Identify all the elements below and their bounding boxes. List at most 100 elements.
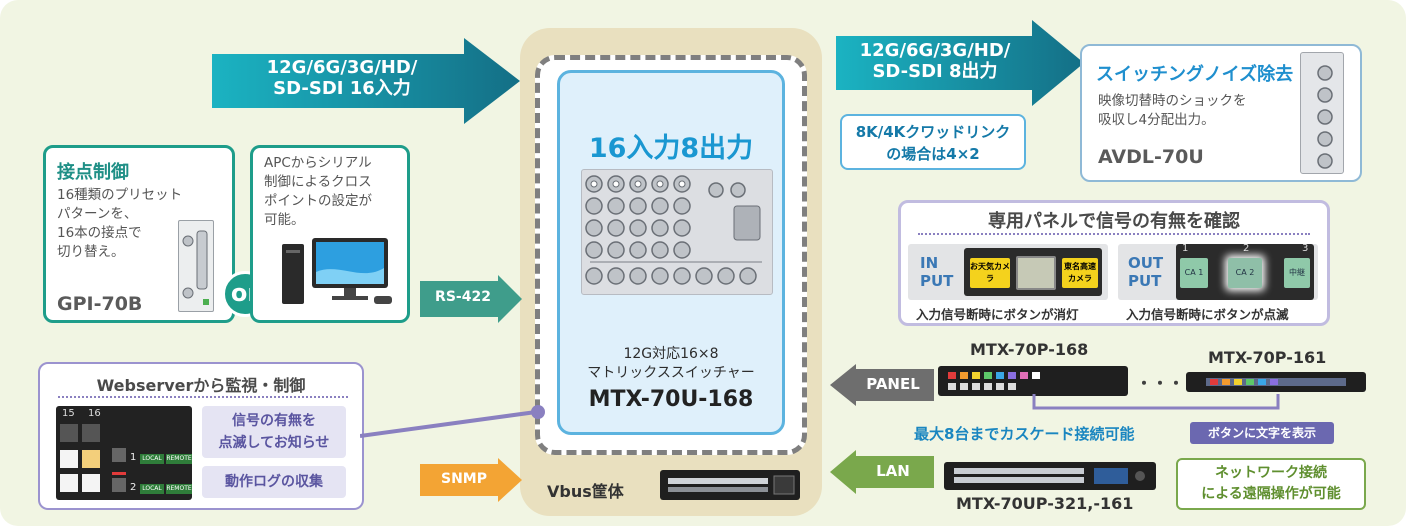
output-button-ca2[interactable]: CA 2 [1228,258,1262,288]
panel-161-buttons-icon [1206,378,1346,386]
avdl-model: AVDL-70U [1098,146,1204,168]
input-label-line2: PUT [920,272,954,290]
lan-device-image [944,462,1156,490]
web-connector-line [360,405,545,438]
gpi-line4: 切り替え。 [57,244,125,260]
cascade-text: 最大8台までカスケード接続可能 [914,425,1135,443]
rack-device-icon [668,475,795,495]
lan-label: LAN [876,462,910,480]
input-label-line1: IN [920,254,939,272]
panel-box-title: 専用パネルで信号の有無を確認 [988,211,1240,232]
apc-description: APCからシリアル 制御によるクロス ポイントの設定が 可能。 [264,154,372,230]
web-feature-log: 動作ログの収集 [202,466,346,498]
web-tile [112,478,126,492]
input-panel-label: IN PUT [920,254,953,290]
web-feature-blink-line1: 信号の有無を [232,413,316,429]
output-arrow-line2: SD-SDI 8出力 [872,61,998,82]
output-caption: 入力信号断時にボタンが点滅 [1126,307,1289,322]
avdl-line1: 映像切替時のショックを [1098,93,1247,109]
web-remote-button[interactable]: REMOTE [166,454,192,464]
lan-panel-buttons-icon [954,468,1145,484]
web-ui-screenshot: 15 16 1 LOCAL REMOTE 2 LOCAL REMOTE [56,406,192,500]
web-tile [82,474,100,492]
lan-model: MTX-70UP-321,-161 [956,494,1134,513]
web-local-button[interactable]: LOCAL [140,454,164,464]
panel-168-image [938,366,1128,396]
output-label-line1: OUT [1128,254,1164,272]
web-tile [60,450,78,468]
apc-line1: APCからシリアル [264,155,372,171]
input-button-highway[interactable]: 東名高速カメラ [1062,258,1098,288]
out-num-1: 1 [1182,243,1189,254]
web-tile [82,424,100,442]
gpi-card-image [178,220,214,312]
output-panel-label: OUT PUT [1128,254,1163,290]
network-note: ネットワーク接続 による遠隔操作が可能 [1176,458,1366,510]
avdl-line2: 吸収し4分配出力。 [1098,112,1215,128]
avdl-card-image [1300,52,1344,174]
input-button-off[interactable] [1016,256,1056,290]
quad-link-note: 8K/4Kクワッドリンク の場合は4×2 [840,114,1026,170]
avdl-description: 映像切替時のショックを 吸収し4分配出力。 [1098,92,1247,130]
button-text-chip: ボタンに文字を表示 [1190,422,1334,444]
input-arrow-line1: 12G/6G/3G/HD/ [266,57,418,78]
web-row-2: 2 [130,482,137,493]
apc-box [250,145,410,323]
out-num-2: 2 [1243,243,1250,254]
gpi-line1: 16種類のプリセット [57,187,183,203]
apc-line4: 可能。 [264,212,305,228]
bnc-connectors-icon [585,175,762,285]
panel-model-168: MTX-70P-168 [970,340,1089,359]
rear-panel-image [581,169,773,295]
snmp-arrow [420,458,522,502]
output-button-relay[interactable]: 中継 [1284,258,1310,288]
gpi-line2: パターンを、 [57,206,138,222]
vbus-device-image [660,470,800,500]
web-feature-blink-line2: 点滅してお知らせ [218,435,330,451]
core-subtitle: 12G対応16×8 マトリックススイッチャー [557,345,785,383]
web-alert-bar [112,472,126,475]
output-label-line2: PUT [1128,272,1162,290]
quad-link-line2: の場合は4×2 [886,145,980,163]
web-remote-button[interactable]: REMOTE [166,484,192,494]
vbus-label: Vbus筐体 [547,482,624,501]
lan-arrow [830,450,934,494]
output-arrow-text: 12G/6G/3G/HD/ SD-SDI 8出力 [840,40,1030,82]
avdl-title: スイッチングノイズ除去 [1096,64,1294,85]
gpi-title: 接点制御 [57,162,129,183]
output-arrow-line1: 12G/6G/3G/HD/ [859,40,1011,61]
panel-title-divider [918,233,1310,235]
cascade-link-line [1032,394,1280,410]
input-caption: 入力信号断時にボタンが消灯 [916,307,1079,322]
web-local-button[interactable]: LOCAL [140,484,164,494]
bnc-column-icon [1317,65,1333,169]
input-arrow-text: 12G/6G/3G/HD/ SD-SDI 16入力 [222,57,462,99]
output-button-ca1[interactable]: CA 1 [1180,258,1208,288]
web-num-15: 15 [62,408,75,419]
web-title-divider [58,396,348,398]
gpi-model: GPI-70B [57,293,143,315]
panel-arrow [830,364,934,406]
panel-161-image [1186,372,1366,392]
quad-link-line1: 8K/4Kクワッドリンク [855,123,1011,141]
web-tile [60,424,78,442]
core-sub-line1: 12G対応16×8 [623,346,719,362]
snmp-label: SNMP [441,471,487,487]
web-title: Webserverから監視・制御 [96,376,306,395]
core-title: 16入力8出力 [588,133,754,164]
input-button-weather[interactable]: お天気カメラ [970,258,1010,288]
gpi-description: 16種類のプリセット パターンを、 16本の接点で 切り替え。 [57,186,182,262]
web-tile [82,450,100,468]
web-tile [60,474,78,492]
web-feature-blink: 信号の有無を 点滅してお知らせ [202,406,346,458]
web-row-1: 1 [130,452,137,463]
rs422-label: RS-422 [435,289,491,305]
network-line2: による遠隔操作が可能 [1201,486,1341,502]
core-model: MTX-70U-168 [588,387,754,412]
input-arrow [212,38,520,124]
dsub-connector-icon [182,230,209,305]
output-arrow [836,20,1084,106]
pc-computer-icon [282,238,392,304]
gpi-line3: 16本の接点で [57,225,142,241]
network-line1: ネットワーク接続 [1215,465,1327,481]
